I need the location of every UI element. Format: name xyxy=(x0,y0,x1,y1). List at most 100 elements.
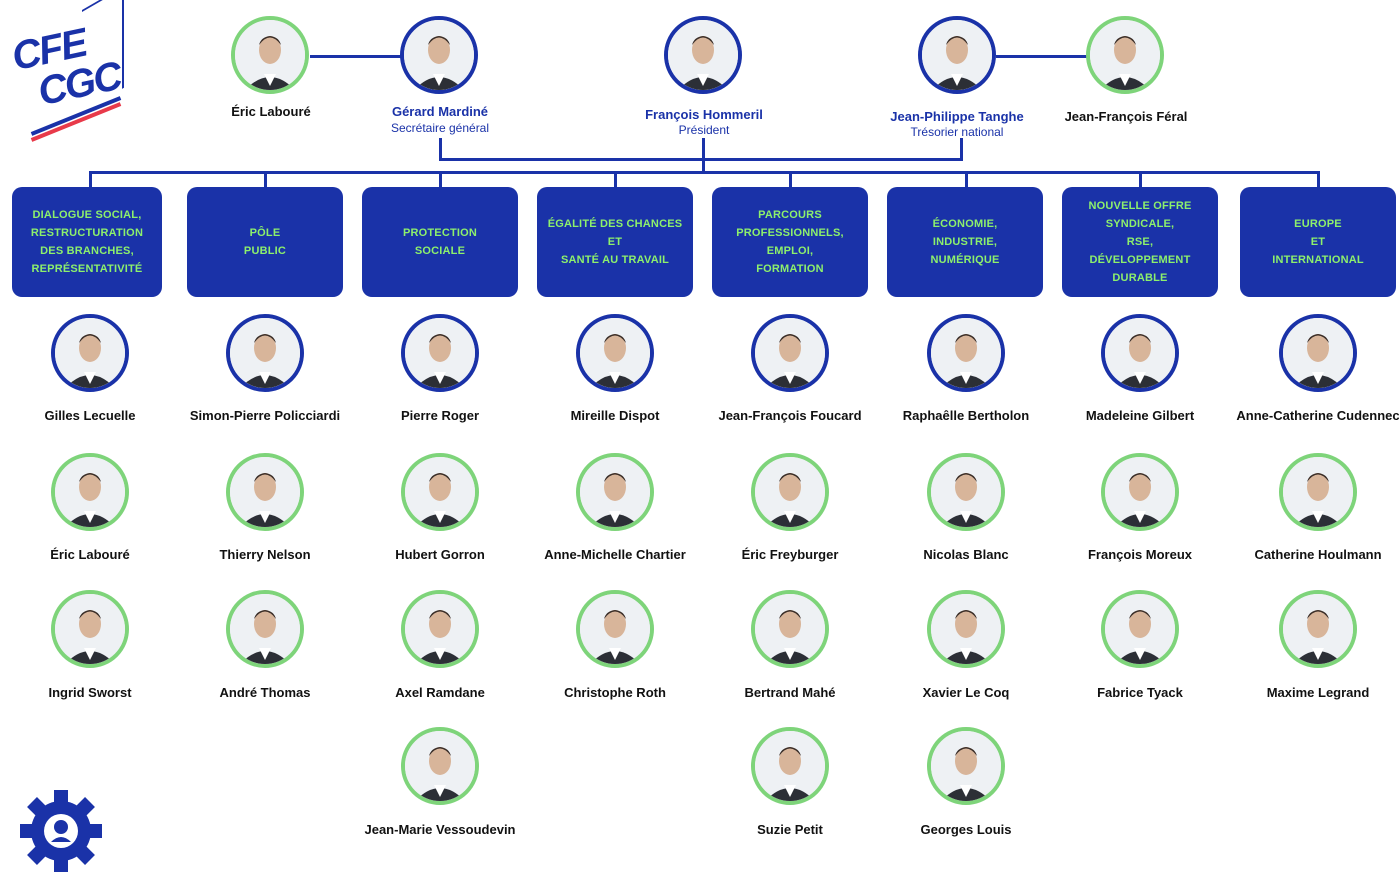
member-name: Pierre Roger xyxy=(400,408,480,423)
commission-title-1: DIALOGUE SOCIAL, RESTRUCTURATION DES BRA… xyxy=(30,209,144,275)
connector-secretaire-down xyxy=(439,138,442,160)
commission-title-6: ÉCONOMIE, INDUSTRIE, NUMÉRIQUE xyxy=(930,218,1000,266)
member-name: Maxime Legrand xyxy=(1266,685,1370,700)
connector-drop-7 xyxy=(1139,171,1142,188)
avatar-1-3 xyxy=(51,590,129,668)
commission-box-8: EUROPE ET INTERNATIONAL xyxy=(1240,187,1396,297)
member-name: Bertrand Mahé xyxy=(744,685,836,700)
avatar-6-2 xyxy=(927,453,1005,531)
member-name: Éric Freyburger xyxy=(741,547,839,562)
connector-tresorier-down xyxy=(960,138,963,160)
avatar-1-1 xyxy=(51,314,129,392)
avatar-4-3 xyxy=(576,590,654,668)
member-name: Anne-Catherine Cudennec xyxy=(1236,408,1399,423)
member-name: Nicolas Blanc xyxy=(923,547,1009,562)
avatar-1-2 xyxy=(51,453,129,531)
avatar-3-4 xyxy=(401,727,479,805)
avatar-leader-5 xyxy=(1086,16,1164,94)
connector-drop-1 xyxy=(89,171,92,188)
avatar-leader-2 xyxy=(400,16,478,94)
avatar-6-1 xyxy=(927,314,1005,392)
leader-name-4: Jean-Philippe Tanghe xyxy=(890,109,1024,124)
avatar-2-2 xyxy=(226,453,304,531)
leader-name-1: Éric Labouré xyxy=(231,104,311,119)
avatar-8-3 xyxy=(1279,590,1357,668)
commission-box-1: DIALOGUE SOCIAL, RESTRUCTURATION DES BRA… xyxy=(12,187,162,297)
connector-main-horizontal xyxy=(90,171,1318,174)
member-name: Jean-Marie Vessoudevin xyxy=(364,822,516,837)
commission-title-3: PROTECTION SOCIALE xyxy=(402,227,478,257)
connector-drop-4 xyxy=(614,171,617,188)
member-name: Axel Ramdane xyxy=(395,685,485,700)
avatar-6-3 xyxy=(927,590,1005,668)
avatar-7-3 xyxy=(1101,590,1179,668)
cfe-cgc-logo: CFE CGC xyxy=(8,0,124,142)
member-name: Mireille Dispot xyxy=(570,408,660,423)
connector-drop-8 xyxy=(1317,171,1320,188)
avatar-leader-1 xyxy=(231,16,309,94)
connector-drop-3 xyxy=(439,171,442,188)
member-name: Anne-Michelle Chartier xyxy=(544,547,686,562)
avatar-3-3 xyxy=(401,590,479,668)
connector-president-down xyxy=(702,138,705,173)
member-name: Xavier Le Coq xyxy=(922,685,1010,700)
member-name: Raphaêlle Bertholon xyxy=(902,408,1030,423)
commission-box-7: NOUVELLE OFFRE SYNDICALE, RSE, DÉVELOPPE… xyxy=(1062,187,1218,297)
avatar-3-2 xyxy=(401,453,479,531)
leader-name-2: Gérard Mardiné xyxy=(391,104,489,119)
avatar-7-2 xyxy=(1101,453,1179,531)
avatar-5-4 xyxy=(751,727,829,805)
avatar-2-3 xyxy=(226,590,304,668)
connector-drop-2 xyxy=(264,171,267,188)
member-name: Éric Labouré xyxy=(50,547,130,562)
avatar-2-1 xyxy=(226,314,304,392)
avatar-5-2 xyxy=(751,453,829,531)
commission-title-7: NOUVELLE OFFRE SYNDICALE, RSE, DÉVELOPPE… xyxy=(1088,200,1192,284)
member-name: Jean-François Foucard xyxy=(718,408,862,423)
gear-icon xyxy=(20,790,102,872)
commission-title-5: PARCOURS PROFESSIONNELS, EMPLOI, FORMATI… xyxy=(736,209,844,275)
connector-drop-5 xyxy=(789,171,792,188)
member-name: Christophe Roth xyxy=(564,685,666,700)
connector-right-pair xyxy=(996,55,1088,58)
avatar-6-4 xyxy=(927,727,1005,805)
commission-title-2: PÔLE PUBLIC xyxy=(243,227,287,257)
connector-left-pair xyxy=(310,55,402,58)
commission-title-8: EUROPE ET INTERNATIONAL xyxy=(1272,218,1364,266)
commission-box-3: PROTECTION SOCIALE xyxy=(362,187,518,297)
commission-box-2: PÔLE PUBLIC xyxy=(187,187,343,297)
member-name: Ingrid Sworst xyxy=(48,685,132,700)
avatar-leader-3 xyxy=(664,16,742,94)
member-name: Catherine Houlmann xyxy=(1254,547,1382,562)
avatar-5-3 xyxy=(751,590,829,668)
connector-top-horizontal xyxy=(439,158,963,161)
member-name: André Thomas xyxy=(219,685,311,700)
member-name: Hubert Gorron xyxy=(395,547,485,562)
avatar-5-1 xyxy=(751,314,829,392)
member-name: Georges Louis xyxy=(920,822,1012,837)
connector-drop-6 xyxy=(965,171,968,188)
avatar-4-1 xyxy=(576,314,654,392)
leader-name-5: Jean-François Féral xyxy=(1064,109,1188,124)
member-name: Madeleine Gilbert xyxy=(1085,408,1195,423)
commission-title-4: ÉGALITÉ DES CHANCES ET SANTÉ AU TRAVAIL xyxy=(547,218,683,266)
avatar-3-1 xyxy=(401,314,479,392)
member-name: Suzie Petit xyxy=(757,822,823,837)
avatar-8-2 xyxy=(1279,453,1357,531)
member-name: Simon-Pierre Policciardi xyxy=(189,408,341,423)
avatar-4-2 xyxy=(576,453,654,531)
avatar-7-1 xyxy=(1101,314,1179,392)
commission-box-4: ÉGALITÉ DES CHANCES ET SANTÉ AU TRAVAIL xyxy=(537,187,693,297)
avatar-8-1 xyxy=(1279,314,1357,392)
leader-name-3: François Hommeril xyxy=(645,107,763,122)
leader-role-2: Secrétaire général xyxy=(390,121,490,135)
leader-role-4: Trésorier national xyxy=(910,125,1004,139)
leader-role-3: Président xyxy=(678,123,730,137)
member-name: Gilles Lecuelle xyxy=(44,408,136,423)
commission-box-5: PARCOURS PROFESSIONNELS, EMPLOI, FORMATI… xyxy=(712,187,868,297)
member-name: Thierry Nelson xyxy=(219,547,311,562)
avatar-leader-4 xyxy=(918,16,996,94)
member-name: François Moreux xyxy=(1087,547,1193,562)
commission-box-6: ÉCONOMIE, INDUSTRIE, NUMÉRIQUE xyxy=(887,187,1043,297)
member-name: Fabrice Tyack xyxy=(1097,685,1183,700)
